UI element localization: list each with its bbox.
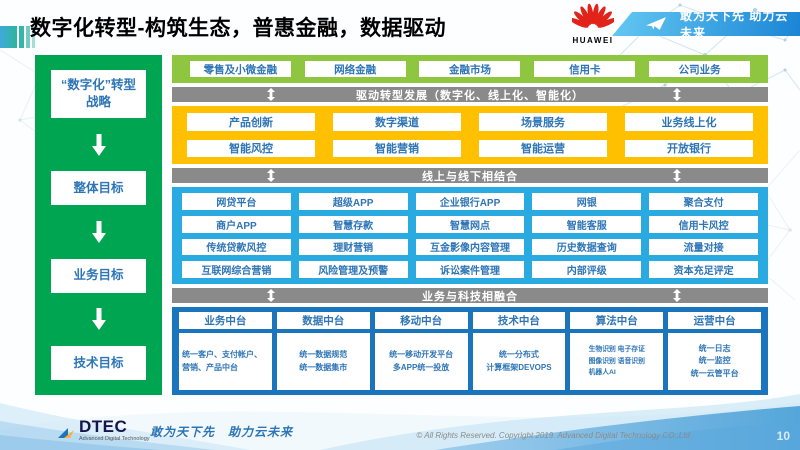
channel-box: 智能客服 (532, 215, 642, 233)
platform-header: 业务中台 (179, 312, 272, 329)
business-line-box: 零售及小微金融 (189, 61, 291, 77)
banner-tech-fusion: 业务与科技相融合 (172, 288, 768, 303)
capability-box: 智能运营 (479, 139, 607, 157)
capability-box: 智能营销 (333, 139, 461, 157)
wave-decoration (320, 394, 800, 450)
main-content: 零售及小微金融 网络金融 金融市场 信用卡 公司业务 驱动转型发展（数字化、线上… (172, 55, 768, 395)
platform-column-operation: 运营中台 统一日志 统一监控 统一云管平台 (668, 312, 761, 390)
header: 数字化转型-构筑生态，普惠金融，数据驱动 HUAWEI (0, 0, 800, 52)
capability-box: 数字渠道 (333, 113, 461, 131)
channel-box: 企业银行APP (415, 193, 525, 210)
capability-box: 业务线上化 (625, 113, 753, 131)
platform-detail: 统一日志 统一监控 统一云管平台 (668, 333, 761, 390)
capability-box: 产品创新 (187, 113, 315, 131)
channel-box: 网银 (532, 193, 642, 210)
page-number: 10 (776, 429, 790, 443)
capability-grid: 产品创新 数字渠道 场景服务 业务线上化 智能风控 智能营销 智能运营 开放银行 (172, 106, 768, 164)
platform-header: 运营中台 (668, 312, 761, 329)
platform-header: 技术中台 (472, 312, 566, 329)
platform-detail: 统一客户、支付帐户、营销、产品中台 (179, 333, 272, 390)
capability-box: 场景服务 (479, 113, 607, 131)
header-slogan-banner: 敢为天下先 助力云未来 (612, 12, 800, 36)
up-down-arrow-icon (672, 88, 681, 104)
platform-column-tech: 技术中台 统一分布式 计算框架DEVOPS (472, 312, 566, 390)
channel-box: 超级APP (298, 193, 408, 210)
channel-box: 资本充足评定 (649, 261, 758, 278)
channel-box: 风险管理及预警 (298, 261, 408, 278)
dtec-wordmark: DTEC (79, 416, 128, 436)
banner-text: 业务与科技相融合 (422, 290, 518, 303)
channel-box: 历史数据查询 (532, 238, 642, 256)
platform-detail: 统一分布式 计算框架DEVOPS (472, 333, 566, 390)
channel-box: 智慧存款 (298, 215, 408, 233)
business-line-box: 网络金融 (304, 61, 406, 77)
channel-box: 内部评级 (532, 261, 642, 278)
channel-box: 传统贷款风控 (182, 238, 291, 256)
channel-box: 聚合支付 (649, 193, 758, 210)
platform-column-business: 业务中台 统一客户、支付帐户、营销、产品中台 (179, 312, 272, 390)
up-down-arrow-icon (672, 169, 681, 185)
paper-plane-icon (646, 17, 666, 31)
platform-column-mobile: 移动中台 统一移动开发平台 多APP统一投放 (374, 312, 468, 390)
sidebar-item-overall-goal: 整体目标 (51, 171, 146, 206)
channel-box: 互金影像内容管理 (415, 238, 525, 256)
platform-grid: 业务中台 统一客户、支付帐户、营销、产品中台 数据中台 统一数据规范 统一数据集… (172, 307, 768, 395)
page-title: 数字化转型-构筑生态，普惠金融，数据驱动 (30, 17, 446, 40)
channel-box: 互联网综合营销 (182, 261, 291, 278)
dtec-logo: DTEC Advanced Digital Technology (58, 418, 150, 443)
up-down-arrow-icon (267, 289, 276, 305)
up-down-arrow-icon (672, 289, 681, 305)
channel-box: 理财营销 (298, 238, 408, 256)
down-arrow-icon (91, 220, 106, 243)
dtec-mark-icon (58, 428, 74, 438)
down-arrow-icon (91, 133, 106, 156)
channel-box: 信用卡风控 (649, 215, 758, 233)
business-lines-band: 零售及小微金融 网络金融 金融市场 信用卡 公司业务 (172, 55, 768, 83)
business-line-box: 信用卡 (534, 61, 636, 77)
platform-header: 算法中台 (570, 312, 664, 329)
huawei-wordmark: HUAWEI (572, 36, 614, 45)
sidebar-item-business-goal: 业务目标 (51, 258, 146, 293)
platform-detail: 生物识别 电子存证 图像识别 语音识别 机器人AI (570, 333, 664, 390)
huawei-logo: HUAWEI (569, 3, 617, 45)
footer-slogan: 敢为天下先 助力云未来 (150, 425, 294, 439)
platform-column-algorithm: 算法中台 生物识别 电子存证 图像识别 语音识别 机器人AI (570, 312, 664, 390)
banner-text: 线上与线下相结合 (422, 170, 518, 183)
sidebar-item-strategy: “数字化”转型战略 (51, 70, 146, 118)
sidebar-item-tech-goal: 技术目标 (51, 345, 146, 380)
copyright-text: © All Rights Reserved. Copyright 2019. A… (416, 431, 690, 440)
platform-column-data: 数据中台 统一数据规范 统一数据集市 (276, 312, 370, 390)
capability-box: 智能风控 (187, 139, 315, 157)
channel-box: 网贷平台 (182, 193, 291, 210)
dtec-subtitle: Advanced Digital Technology (79, 435, 150, 442)
channel-box: 智慧网点 (415, 215, 525, 233)
up-down-arrow-icon (267, 88, 276, 104)
banner-online-offline: 线上与线下相结合 (172, 168, 768, 183)
business-line-box: 公司业务 (649, 61, 751, 77)
business-line-box: 金融市场 (419, 61, 521, 77)
platform-header: 数据中台 (276, 312, 370, 329)
banner-drive-transformation: 驱动转型发展（数字化、线上化、智能化） (172, 87, 768, 102)
header-slogan-text: 敢为天下先 助力云未来 (680, 9, 789, 40)
strategy-sidebar: “数字化”转型战略 整体目标 业务目标 技术目标 (35, 55, 162, 395)
channel-box: 商户APP (182, 215, 291, 233)
channel-box: 流量对接 (649, 238, 758, 256)
platform-detail: 统一数据规范 统一数据集市 (276, 333, 370, 390)
up-down-arrow-icon (267, 169, 276, 185)
platform-header: 移动中台 (374, 312, 468, 329)
huawei-flower-icon (569, 3, 617, 28)
channel-grid: 网贷平台 超级APP 企业银行APP 网银 聚合支付 商户APP 智慧存款 智慧… (172, 187, 768, 284)
down-arrow-icon (91, 308, 106, 331)
platform-detail: 统一移动开发平台 多APP统一投放 (374, 333, 468, 390)
title-accent-bars (0, 26, 35, 48)
capability-box: 开放银行 (625, 139, 753, 157)
banner-text: 驱动转型发展（数字化、线上化、智能化） (356, 89, 584, 102)
channel-box: 诉讼案件管理 (415, 261, 525, 278)
